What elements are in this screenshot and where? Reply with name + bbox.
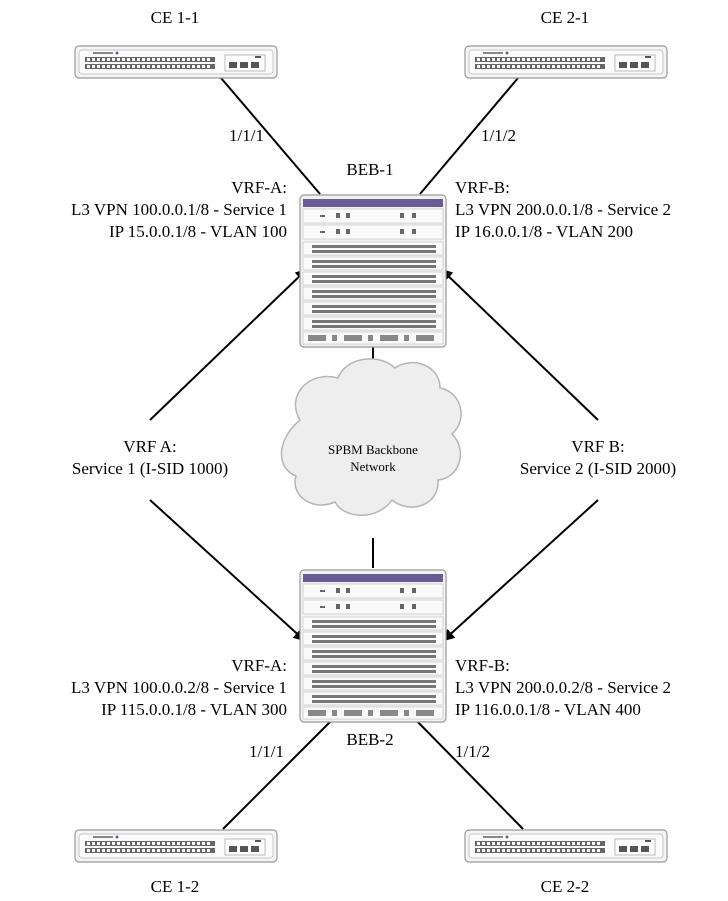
arrow-vrfb-beb2 [442, 499, 599, 642]
beb2-vrf-a-line2: IP 115.0.0.1/8 - VLAN 300 [101, 700, 287, 719]
cloud-label-line2: Network [350, 459, 396, 474]
beb2-vrf-b-line2: IP 116.0.0.1/8 - VLAN 400 [455, 700, 641, 719]
beb2-chassis-icon [299, 569, 447, 723]
link-beb2-ce22 [409, 713, 524, 830]
ce12-switch-icon [74, 829, 278, 863]
link-ce21-beb1 [419, 77, 519, 195]
links [220, 77, 524, 830]
beb2-port-left: 1/1/1 [249, 742, 284, 761]
arrow-vrfa-beb2 [149, 499, 306, 642]
service-arrows [149, 268, 599, 642]
ce22-label: CE 2-2 [540, 877, 590, 896]
beb1-vrf-b-line1: L3 VPN 200.0.0.1/8 - Service 2 [455, 200, 671, 219]
beb2-vrf-a-title: VRF-A: [231, 656, 287, 675]
beb1-vrf-a-title: VRF-A: [231, 178, 287, 197]
beb1-vrf-a-line1: L3 VPN 100.0.0.1/8 - Service 1 [71, 200, 287, 219]
arrow-vrfa-beb1 [149, 268, 308, 421]
arrow-vrfb-beb1 [440, 268, 599, 421]
ce21-switch-icon [464, 45, 668, 79]
service-a-title: VRF A: [123, 437, 177, 456]
ce22-switch-icon [464, 829, 668, 863]
ce11-label: CE 1-1 [150, 8, 200, 27]
beb1-label: BEB-1 [346, 160, 394, 179]
beb1-port-left: 1/1/1 [229, 126, 264, 145]
beb2-vrf-b-title: VRF-B: [455, 656, 510, 675]
link-beb2-ce12 [222, 713, 339, 830]
ce12-label: CE 1-2 [150, 877, 200, 896]
beb1-port-right: 1/1/2 [481, 126, 516, 145]
beb1-vrf-b-title: VRF-B: [455, 178, 510, 197]
beb1-chassis-icon [299, 194, 447, 348]
service-b-title: VRF B: [571, 437, 625, 456]
beb1-vrf-b-line2: IP 16.0.0.1/8 - VLAN 200 [455, 222, 634, 241]
ce21-label: CE 2-1 [540, 8, 590, 27]
service-a-line1: Service 1 (I-SID 1000) [71, 459, 229, 478]
spbm-cloud-icon [280, 358, 462, 516]
ce11-switch-icon [74, 45, 278, 79]
beb2-label: BEB-2 [346, 730, 394, 749]
beb2-vrf-b-line1: L3 VPN 200.0.0.2/8 - Service 2 [455, 678, 671, 697]
beb2-vrf-a-line1: L3 VPN 100.0.0.2/8 - Service 1 [71, 678, 287, 697]
cloud-label-line1: SPBM Backbone [328, 442, 418, 457]
link-ce11-beb1 [220, 77, 321, 195]
service-b-line1: Service 2 (I-SID 2000) [519, 459, 677, 478]
beb2-port-right: 1/1/2 [455, 742, 490, 761]
beb1-vrf-a-line2: IP 15.0.0.1/8 - VLAN 100 [108, 222, 287, 241]
